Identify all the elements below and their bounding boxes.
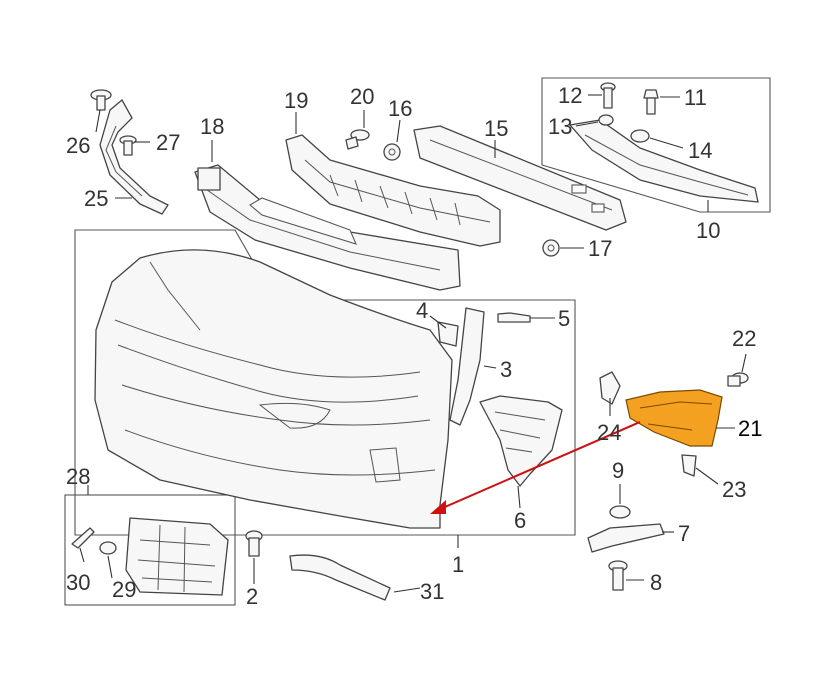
callout-4: 4 [416,298,428,323]
callout-14: 14 [688,138,712,163]
callout-21: 21 [738,416,762,441]
main-assembly-frame [74,229,576,536]
callout-25: 25 [84,186,108,211]
part-11-bolt [643,89,659,115]
part-20-pin [345,129,370,150]
subassembly-frame-10 [541,77,771,213]
part-16-nut [383,143,401,161]
highlight-arrow [430,421,641,514]
part-9-nut [609,505,631,519]
part-13-nut [598,114,614,126]
callout-10: 10 [696,218,720,243]
part-21-highlighted-bracket [625,389,723,447]
leader-lines [79,94,747,593]
callout-9: 9 [612,458,624,483]
part-19-energy-absorber [285,134,501,247]
callout-1: 1 [452,552,464,577]
part-7-bracket [587,523,665,553]
callout-20: 20 [350,84,374,109]
part-28-license-bracket [125,517,229,596]
part-1-bumper-cover [94,249,453,529]
callout-6: 6 [514,508,526,533]
callout-24: 24 [597,420,621,445]
part-10-bracket [569,119,759,203]
callout-17: 17 [588,236,612,261]
callout-18: 18 [200,114,224,139]
callout-30: 30 [66,570,90,595]
callout-2: 2 [246,584,258,609]
callout-19: 19 [284,88,308,113]
callout-3: 3 [500,357,512,382]
license-plate-frame-28 [64,494,236,606]
part-8-bolt [608,560,628,591]
part-4-clip [437,321,459,347]
part-2-bolt [245,530,263,557]
part-18-impact-bar [194,164,461,291]
part-30-pin [71,527,95,549]
callout-27: 27 [156,130,180,155]
callout-31: 31 [420,579,444,604]
callout-7: 7 [678,521,690,546]
callout-15: 15 [484,116,508,141]
part-22-bolt [727,372,749,387]
part-23-clip [681,454,697,477]
part-27-bolt [119,135,137,156]
part-25-bracket [99,99,169,215]
part-26-clip [90,89,112,111]
callout-8: 8 [650,570,662,595]
part-29-clip [99,541,117,555]
callout-16: 16 [388,96,412,121]
part-12-bolt [600,82,616,109]
part-31-trim [289,554,391,601]
callout-22: 22 [732,326,756,351]
part-14-cap [630,129,650,143]
callout-13: 13 [548,114,572,139]
part-24-clip [599,371,621,405]
callout-26: 26 [66,133,90,158]
part-6-bracket [479,395,563,487]
callout-12: 12 [558,83,582,108]
part-3-trim [449,307,485,426]
callout-28: 28 [66,464,90,489]
callout-5: 5 [558,306,570,331]
part-17-nut [542,239,560,257]
callout-labels: 26 27 25 18 19 20 16 15 17 12 11 13 14 1… [66,83,762,609]
callout-11: 11 [684,85,707,110]
part-15-reinforcement [413,125,627,231]
callout-29: 29 [112,577,136,602]
callout-23: 23 [722,477,746,502]
part-5-screw [497,312,531,323]
